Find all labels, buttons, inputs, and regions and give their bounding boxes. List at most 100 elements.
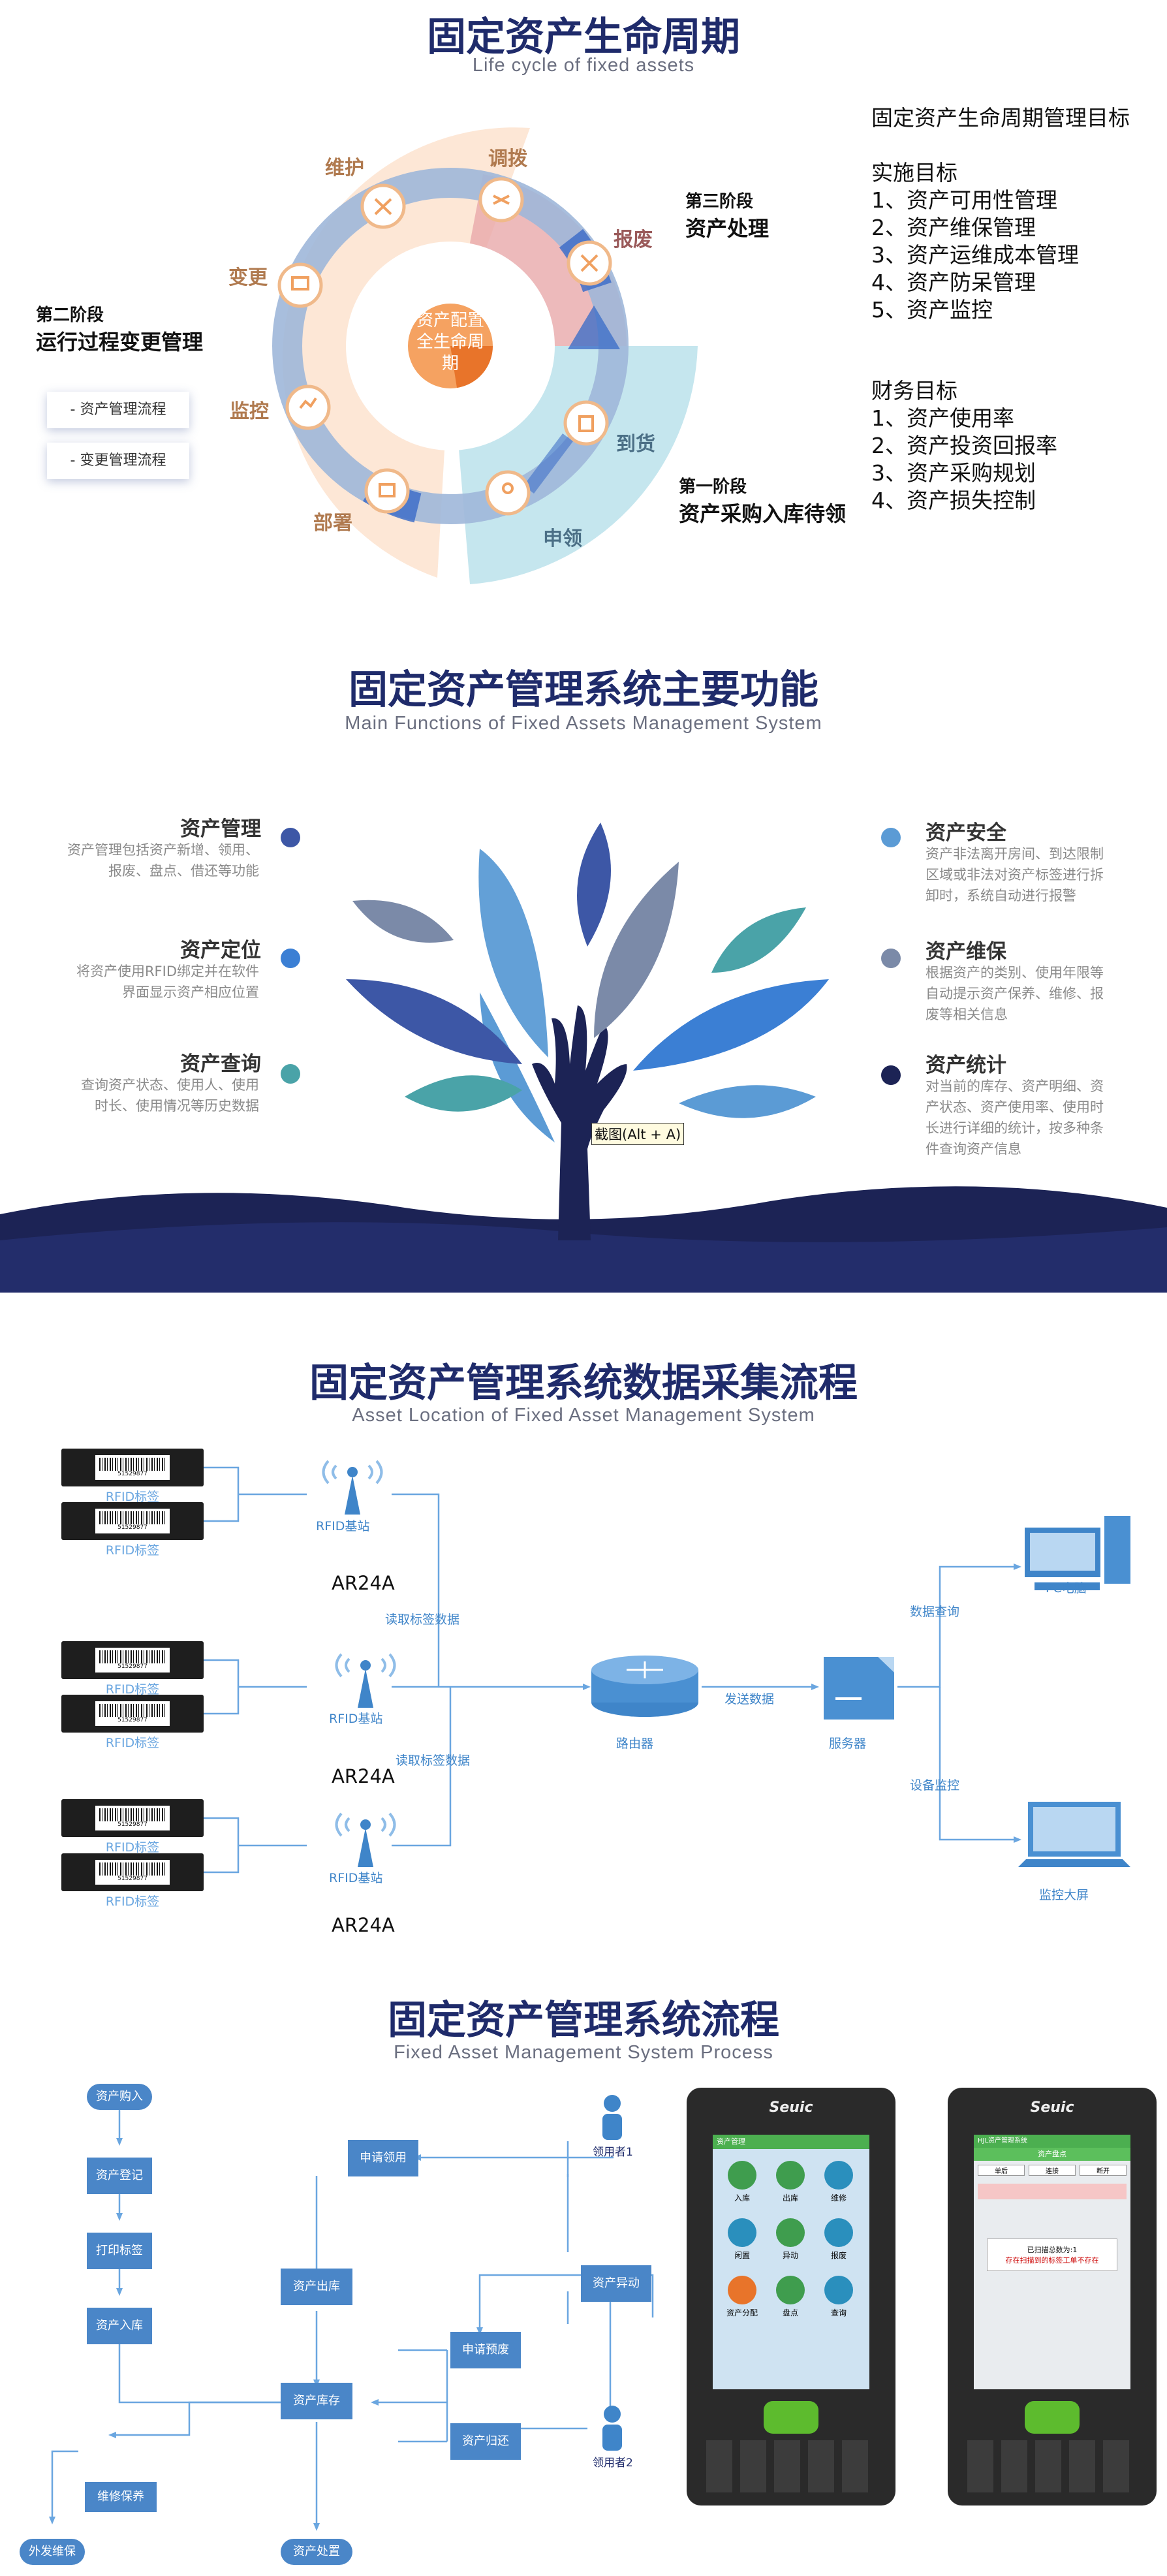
computer-icon (277, 262, 323, 308)
reader-model-label: AR24A (332, 1765, 395, 1787)
app-header: HJL资产管理系统 (974, 2135, 1130, 2148)
process-node-stock: 资产库存 (281, 2383, 352, 2419)
device-screen: HJL资产管理系统 资产盘点 单后 连接 断开 已扫描总数为:1 存在扫描到的标… (974, 2135, 1130, 2389)
ring-label-maintain: 维护 (325, 157, 364, 180)
fn-dot-asset-management (281, 828, 300, 847)
app-tile-assign[interactable]: 资产分配 (718, 2272, 766, 2329)
impl-heading: 实施目标 (871, 160, 957, 185)
process-connectors (49, 2095, 654, 2531)
change-flow-button[interactable]: - 变更管理流程 (47, 443, 189, 479)
fin-item: 3、资产采购规划 (871, 460, 1036, 486)
user1-label: 领用者1 (593, 2146, 633, 2159)
rfid-station-label: RFID基站 (316, 1519, 370, 1533)
fn-asset-location-title: 资产定位 (180, 939, 261, 962)
app-tile-scrap[interactable]: 报废 (815, 2214, 863, 2272)
clipboard-icon (563, 400, 609, 446)
leaf (352, 900, 454, 943)
process-node-abnormal: 资产异动 (581, 2265, 651, 2302)
impl-item: 4、资产防呆管理 (871, 270, 1036, 295)
fn-dot-asset-location (281, 949, 300, 968)
fin-item: 1、资产使用率 (871, 405, 1014, 431)
rfid-station-label: RFID基站 (329, 1712, 383, 1726)
app-tile-idle[interactable]: 闲置 (718, 2214, 766, 2272)
device-brand: Seuic (1030, 2099, 1074, 2116)
fin-heading: 财务目标 (871, 378, 957, 403)
pc-label: PC电脑 (1046, 1581, 1087, 1595)
rfid-tag-label: RFID标签 (105, 1840, 160, 1855)
device-screen: 资产管理 入库 出库 维修 闲置 异动 报废 资产分配 盘点 查询 (713, 2135, 869, 2389)
device-keypad[interactable] (706, 2440, 876, 2492)
tab-disconnect[interactable]: 断开 (1080, 2165, 1127, 2176)
rfid-station-icon (358, 1660, 373, 1708)
lifecycle-title: 固定资产生命周期 (427, 14, 740, 60)
ring-label-change: 变更 (228, 266, 268, 289)
tree-trunk (532, 1005, 627, 1240)
ring-label-scrap: 报废 (614, 228, 653, 251)
monitor-screen-label: 监控大屏 (1039, 1888, 1089, 1902)
tab-connect[interactable]: 连接 (1029, 2165, 1076, 2176)
ring-label-requisition: 申领 (543, 527, 582, 550)
app-header: 资产管理 (713, 2135, 869, 2149)
device-monitor-label: 设备监控 (910, 1778, 960, 1793)
process-node-disposal: 资产处置 (281, 2539, 352, 2565)
fn-asset-statistics-title: 资产统计 (926, 1054, 1006, 1077)
functions-title: 固定资产管理系统主要功能 (349, 667, 818, 713)
screenshot-tooltip: 截图(Alt + A) (591, 1123, 685, 1145)
process-node-apply: 申请领用 (348, 2140, 418, 2176)
collection-connectors (204, 1460, 1130, 1874)
impl-list: 1、资产可用性管理 2、资产维保管理 3、资产运维成本管理 4、资产防呆管理 5… (871, 187, 1079, 324)
user2-label: 领用者2 (593, 2457, 633, 2470)
process-node-print: 打印标签 (87, 2233, 152, 2269)
app-tile-inbound[interactable]: 入库 (718, 2157, 766, 2214)
router-label: 路由器 (616, 1736, 654, 1751)
server-label: 服务器 (829, 1736, 867, 1751)
rfid-tag: 51529877 (61, 1853, 204, 1891)
app-tile-repair[interactable]: 维修 (815, 2157, 863, 2214)
tab-single[interactable]: 单后 (978, 2165, 1025, 2176)
leaf (594, 862, 679, 1038)
app-tile-query[interactable]: 查询 (815, 2272, 863, 2329)
device-keypad[interactable] (967, 2440, 1137, 2492)
fn-asset-management-title: 资产管理 (180, 817, 261, 841)
leaf (577, 823, 611, 947)
lifecycle-diagram (272, 127, 698, 584)
impl-item: 2、资产维保管理 (871, 215, 1036, 240)
process-node-purchase: 资产购入 (87, 2084, 152, 2110)
fin-list: 1、资产使用率 2、资产投资回报率 3、资产采购规划 4、资产损失控制 (871, 405, 1057, 514)
leaf (711, 907, 806, 973)
scan-button[interactable] (1025, 2401, 1080, 2434)
stage2-label: 第二阶段 运行过程变更管理 (36, 306, 204, 354)
fn-asset-query-title: 资产查询 (180, 1052, 261, 1076)
fn-asset-maintenance-title: 资产维保 (926, 940, 1006, 964)
rfid-tag-label: RFID标签 (105, 1894, 160, 1909)
app-tile-inventory[interactable]: 盘点 (766, 2272, 815, 2329)
scan-button[interactable] (764, 2401, 818, 2434)
stage3-label: 第三阶段 资产处理 (685, 192, 770, 241)
fn-dot-asset-query (281, 1064, 300, 1084)
rfid-tag: 51529877 (61, 1695, 204, 1733)
user-icon (602, 2406, 622, 2451)
leaf (346, 979, 522, 1064)
router-icon (591, 1656, 698, 1717)
app-tile-outbound[interactable]: 出库 (766, 2157, 815, 2214)
handheld-device-1: Seuic 资产管理 入库 出库 维修 闲置 异动 报废 资产分配 盘点 查询 (687, 2088, 895, 2505)
ring-label-monitor: 监控 (230, 400, 269, 423)
app-tile-change[interactable]: 异动 (766, 2214, 815, 2272)
fin-item: 2、资产投资回报率 (871, 433, 1057, 458)
inventory-header: 资产盘点 (974, 2148, 1130, 2161)
process-subtitle: Fixed Asset Management System Process (394, 2042, 773, 2063)
impl-item: 5、资产监控 (871, 297, 993, 322)
stage1-label: 第一阶段 资产采购入库待领 (679, 477, 847, 526)
process-node-stockin: 资产入库 (87, 2308, 152, 2344)
ring-label-deploy: 部署 (313, 512, 352, 535)
rfid-tag-label: RFID标签 (105, 1736, 160, 1750)
server-icon (824, 1657, 894, 1720)
fin-item: 4、资产损失控制 (871, 488, 1036, 513)
fn-asset-location-desc: 将资产使用RFID绑定并在软件 界面显示资产相应位置 (76, 964, 259, 1000)
asset-flow-button[interactable]: - 资产管理流程 (47, 392, 189, 428)
reader-model-label: AR24A (332, 1572, 395, 1594)
process-node-return: 资产归还 (450, 2423, 521, 2460)
process-node-outbound: 资产出库 (281, 2269, 352, 2305)
handheld-device-2: Seuic HJL资产管理系统 资产盘点 单后 连接 断开 已扫描总数为:1 存… (948, 2088, 1157, 2505)
process-node-register: 资产登记 (87, 2158, 152, 2194)
